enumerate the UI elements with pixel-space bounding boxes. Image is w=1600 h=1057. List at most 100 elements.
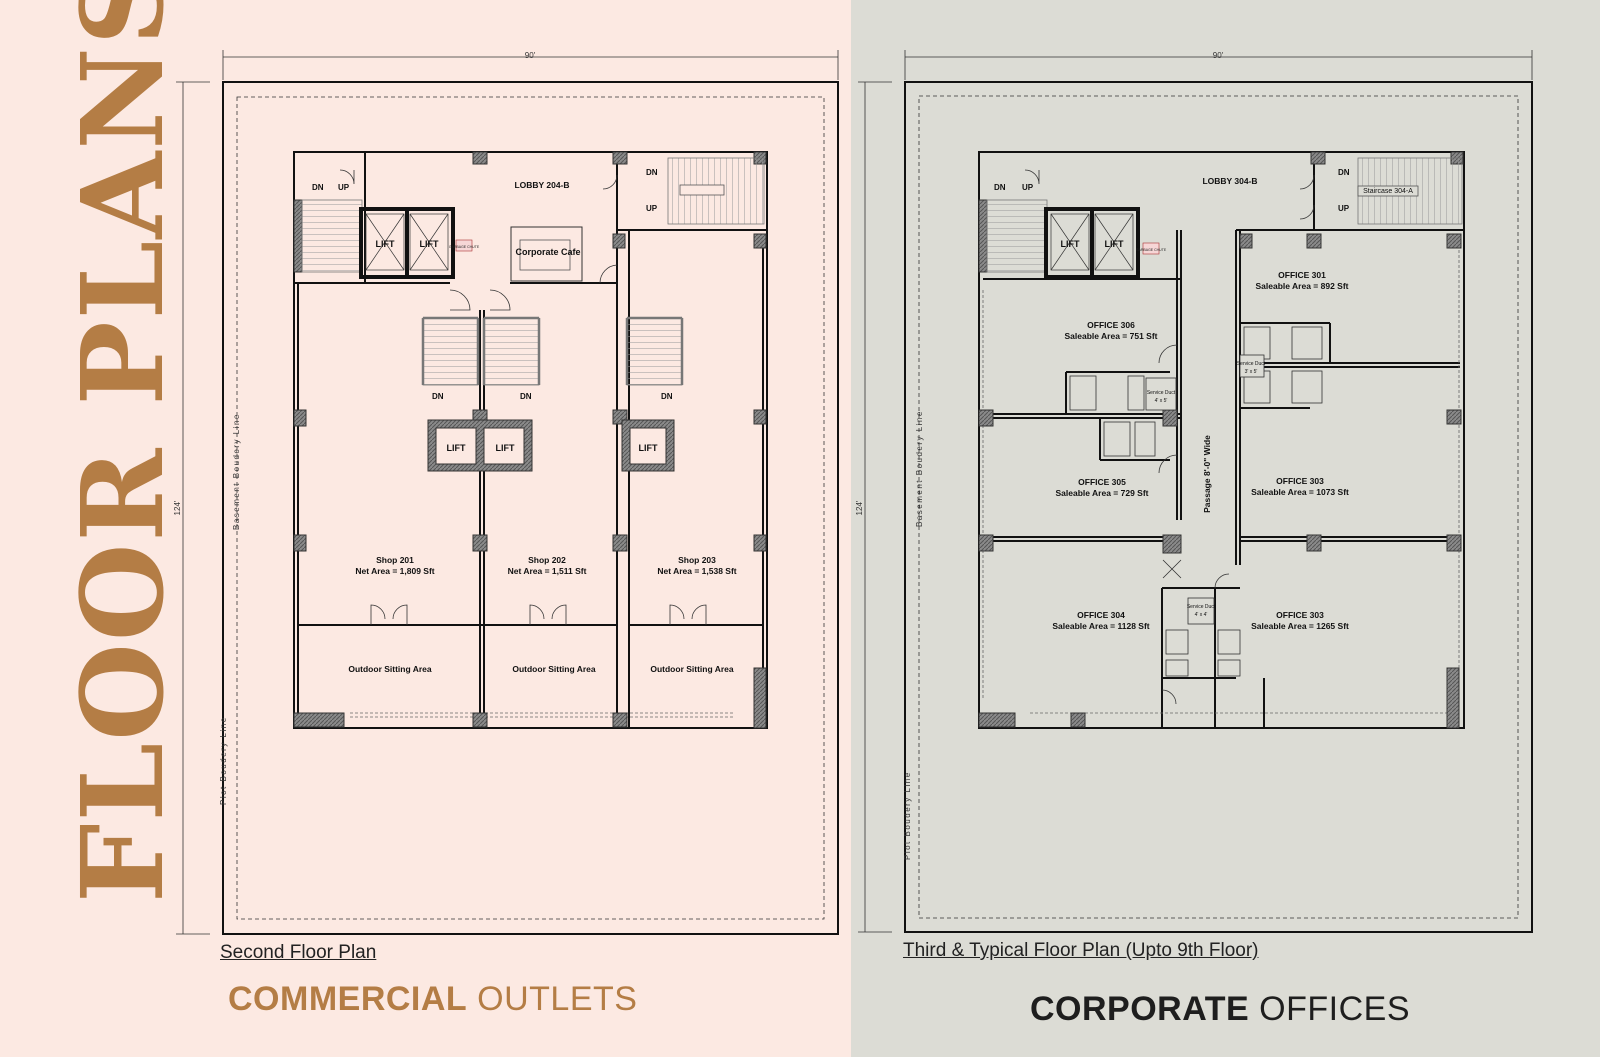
office-name: OFFICE 306	[1087, 320, 1135, 330]
office-name: OFFICE 301	[1278, 270, 1326, 280]
left-glazing	[350, 712, 735, 718]
left-stair-labels: DN UP DN UP DN DN DN	[312, 168, 673, 401]
left-dimension-lines	[176, 50, 839, 935]
duct-size: 4' x 4'	[1195, 612, 1208, 618]
right-office-labels: OFFICE 301 Saleable Area = 892 Sft OFFIC…	[1052, 270, 1349, 631]
left-plot-boundary	[222, 81, 839, 935]
lift-label: LIFT	[447, 443, 466, 453]
heading-light: OFFICES	[1259, 990, 1411, 1028]
left-width-dim: 90'	[525, 51, 536, 60]
right-floor-plan: 90' 124' Plot Boudery Line Basement Boud…	[855, 50, 1533, 933]
office-area: Saleable Area = 1128 Sft	[1052, 621, 1149, 631]
service-duct-1	[1145, 377, 1177, 411]
left-garbage-chute	[455, 239, 473, 252]
office-name: OFFICE 304	[1077, 610, 1125, 620]
office-area: Saleable Area = 751 Sft	[1064, 331, 1157, 341]
heading-light: OUTLETS	[477, 980, 638, 1018]
lift-label: LIFT	[420, 239, 439, 249]
up-label: UP	[1022, 183, 1034, 192]
second-floor-caption: Second Floor Plan	[220, 942, 377, 963]
heading-bold: COMMERCIAL	[228, 980, 468, 1018]
office-area: Saleable Area = 1073 Sft	[1251, 487, 1349, 497]
right-columns	[978, 151, 1464, 729]
office-area: Saleable Area = 892 Sft	[1255, 281, 1348, 291]
up-label: UP	[646, 204, 658, 213]
dn-label: DN	[994, 183, 1006, 192]
left-garbage-label: GARBAGE CHUTE	[449, 245, 480, 249]
right-basement-line-label: Basement Boudery Line	[915, 410, 924, 527]
dn-label: DN	[1338, 168, 1350, 177]
lift-label: LIFT	[376, 239, 395, 249]
dn-label: DN	[646, 168, 658, 177]
up-label: UP	[1338, 204, 1350, 213]
dn-label: DN	[520, 392, 532, 401]
right-stair-labels: DN UP DN UP	[994, 168, 1350, 213]
right-main-lift-cars	[1050, 213, 1134, 271]
right-walls	[978, 151, 1465, 729]
left-shop-stairs	[421, 316, 684, 386]
corporate-cafe-room	[510, 226, 583, 282]
left-doors	[339, 169, 707, 625]
right-doors	[1024, 169, 1315, 705]
shop-area: Net Area = 1,511 Sft	[508, 566, 587, 576]
shop-name: Shop 202	[528, 555, 566, 565]
office-area: Saleable Area = 729 Sft	[1055, 488, 1148, 498]
lobby-304b-label: LOBBY 304-B	[1202, 176, 1257, 186]
right-basement-boundary	[918, 95, 1519, 919]
dn-label: DN	[432, 392, 444, 401]
duct-size: 3' x 5'	[1245, 369, 1258, 375]
right-glazing	[982, 240, 1460, 714]
duct-name: Service Duct	[1237, 361, 1266, 367]
duct-name: Service Duct	[1187, 604, 1216, 610]
right-garbage-chute	[1142, 242, 1160, 255]
right-plot-boundary	[904, 81, 1533, 933]
dn-label: DN	[312, 183, 324, 192]
left-floor-plan: 90' 124' Plot Boudery Line Basement Boud…	[173, 50, 839, 935]
heading-bold: CORPORATE	[1030, 990, 1250, 1028]
service-duct-3	[1187, 597, 1215, 625]
office-name: OFFICE 305	[1078, 477, 1126, 487]
service-duct-2	[1239, 354, 1265, 378]
right-panel	[851, 0, 1600, 1057]
office-area: Saleable Area = 1265 Sft	[1251, 621, 1349, 631]
shop-name: Shop 201	[376, 555, 414, 565]
staircase-304a-label: Staircase 304-A	[1363, 188, 1413, 195]
left-height-dim: 124'	[173, 500, 182, 515]
left-stair-main	[301, 199, 363, 273]
corporate-offices-heading: CORPORATE OFFICES	[1030, 990, 1410, 1029]
left-shop-labels: Shop 201 Net Area = 1,809 Sft Shop 202 N…	[348, 555, 736, 674]
duct-size: 4' x 5'	[1155, 398, 1168, 404]
duct-name: Service Duct	[1147, 390, 1176, 396]
shop-area: Net Area = 1,809 Sft	[355, 566, 434, 576]
right-stair-main	[986, 199, 1048, 273]
passage-label: Passage 8'-0" Wide	[1202, 435, 1212, 513]
corporate-cafe-label: Corporate Cafe	[515, 247, 580, 257]
office-name: OFFICE 303	[1276, 476, 1324, 486]
commercial-outlets-heading: COMMERCIAL OUTLETS	[228, 980, 637, 1019]
right-plot-line-label: Plot Boudery Line	[903, 771, 912, 860]
lift-label: LIFT	[639, 443, 658, 453]
office-name: OFFICE 303	[1276, 610, 1324, 620]
lift-label: LIFT	[1061, 239, 1080, 249]
right-height-dim: 124'	[855, 500, 864, 515]
shop-name: Shop 203	[678, 555, 716, 565]
left-plot-line-label: Plot Boudery Line	[219, 716, 228, 805]
left-basement-line-label: Basement Boudery Line	[232, 413, 241, 530]
third-floor-caption: Third & Typical Floor Plan (Upto 9th Flo…	[903, 940, 1259, 961]
outdoor-label: Outdoor Sitting Area	[348, 664, 432, 674]
up-label: UP	[338, 183, 350, 192]
left-shop-lifts	[427, 419, 675, 472]
dn-label: DN	[661, 392, 673, 401]
right-width-dim: 90'	[1213, 51, 1224, 60]
shop-area: Net Area = 1,538 Sft	[657, 566, 736, 576]
left-basement-boundary	[236, 96, 825, 920]
outdoor-label: Outdoor Sitting Area	[512, 664, 596, 674]
right-garbage-label: GARBAGE CHUTE	[1136, 248, 1167, 252]
lobby-204b-label: LOBBY 204-B	[514, 180, 569, 190]
lift-label: LIFT	[1105, 239, 1124, 249]
left-main-lift-cars	[365, 213, 449, 271]
lift-label: LIFT	[496, 443, 515, 453]
right-dimension-lines	[858, 50, 1533, 933]
outdoor-label: Outdoor Sitting Area	[650, 664, 734, 674]
